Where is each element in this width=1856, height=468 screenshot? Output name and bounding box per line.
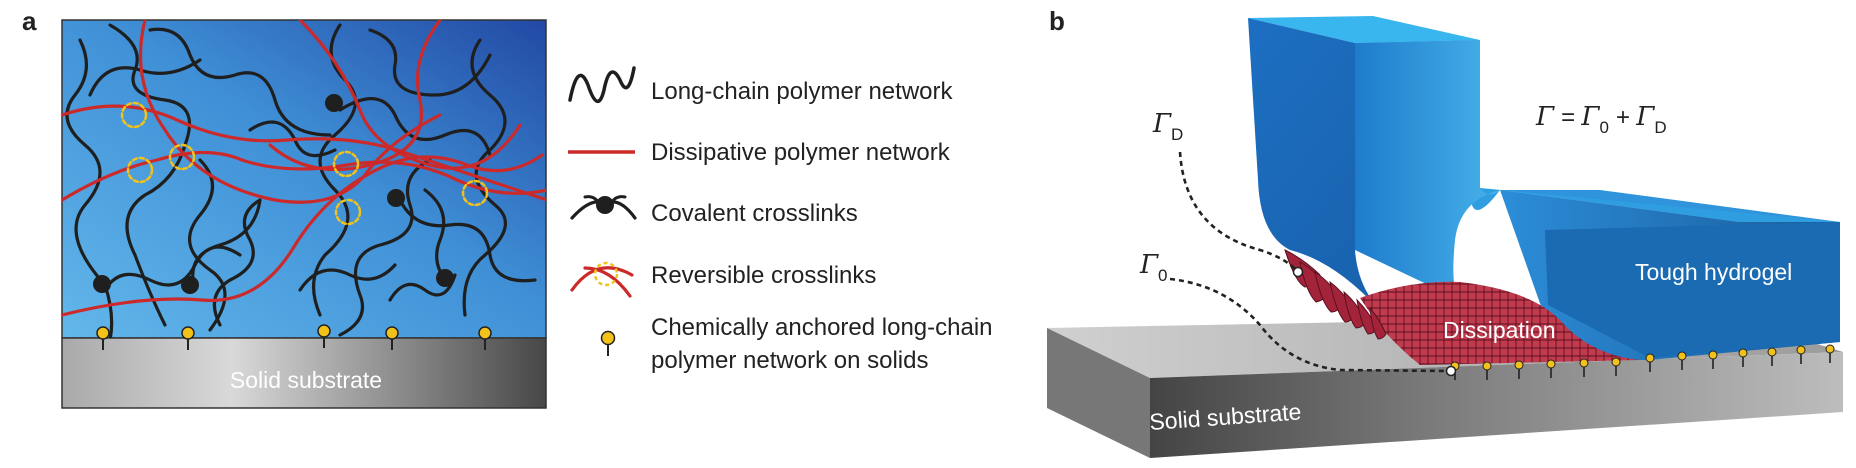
gamma-d-label: ΓD [1152,109,1183,144]
anchor-pin-icon [600,330,616,356]
legend-anchored-label: Chemically anchored long-chain [651,314,993,341]
anchored-polymer-pins [96,324,492,350]
substrate-front-face [1150,352,1843,458]
legend-reversible-label: Reversible crosslinks [651,262,876,289]
panel-b-diagram: Solid substrate Dissipation [1047,16,1843,458]
gamma-0-leader [1169,277,1451,373]
panel-a-diagram: Solid substrate [61,19,547,409]
gamma-d-point [1292,266,1304,278]
arm-inner-face [1355,40,1500,300]
gamma-0-point [1445,365,1457,377]
covalent-crosslink-icon [570,195,637,220]
covalent-crosslinks [93,94,454,294]
legend-anchored-label-line2: polymer network on solids [651,347,928,374]
legend-covalent-label: Covalent crosslinks [651,200,858,227]
legend-dissipative-label: Dissipative polymer network [651,139,951,166]
substrate-label: Solid substrate [230,367,382,393]
arm-front-face [1248,18,1530,360]
toughness-equation: Γ = Γ0 + ΓD [1535,102,1667,137]
crack-tip-fibrils [1284,249,1387,340]
dissipation-zone [1360,281,1640,365]
tough-hydrogel-label: Tough hydrogel [1635,259,1792,285]
reversible-crosslink-icon [570,261,634,298]
legend: Long-chain polymer network Dissipative p… [568,66,993,374]
gamma-d-leader [1178,151,1297,271]
dissipative-network [62,20,546,317]
wavy-chain-icon [568,66,636,103]
panel-a-label: a [22,6,37,36]
hydrogel-slab-front [1545,222,1840,358]
legend-long-chain-label: Long-chain polymer network [651,78,953,105]
dissipation-label: Dissipation [1443,317,1556,343]
panel-b-label: b [1049,6,1065,36]
solid-substrate-block [61,337,547,409]
gamma-0-label: Γ0 [1139,250,1168,285]
interface-anchor-pins [1450,344,1835,380]
reversible-crosslinks [120,101,489,226]
arm-top-face [1248,16,1480,43]
substrate-side-face [1047,328,1150,458]
